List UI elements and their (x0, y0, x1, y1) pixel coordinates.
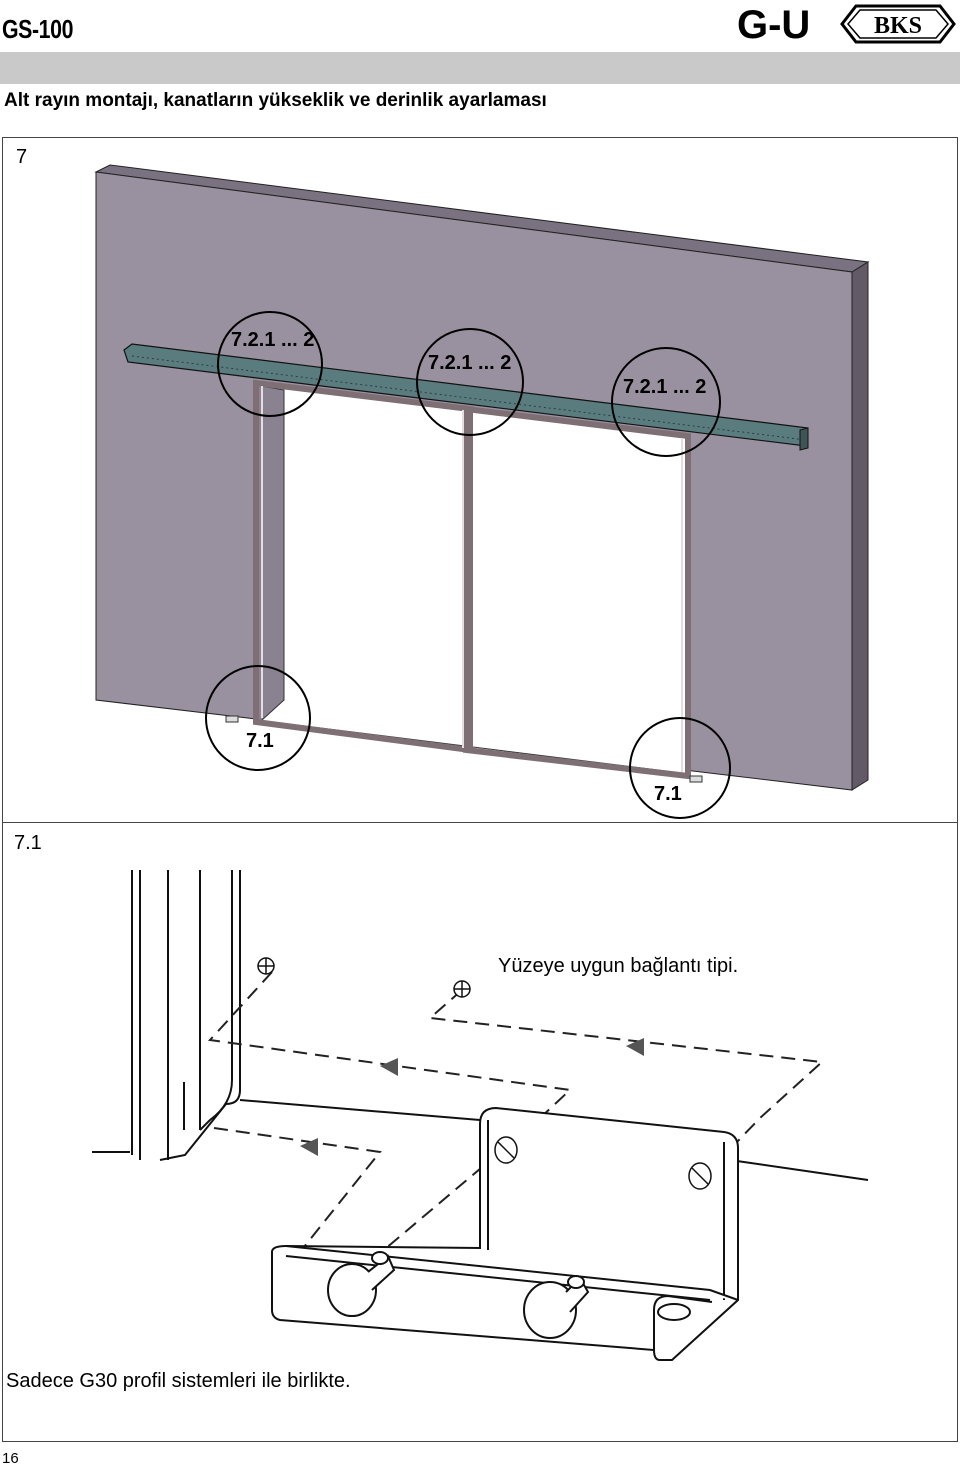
section-title: Alt rayın montajı, kanatların yükseklik … (4, 90, 547, 111)
svg-text:BKS: BKS (874, 13, 922, 39)
roller-1 (327, 1251, 396, 1317)
screw-top-2 (453, 980, 471, 998)
callout-label-2: 7.2.1 ... 2 (428, 352, 512, 374)
arrow-2 (626, 1038, 644, 1056)
callout-circle-1 (217, 311, 323, 417)
page-number: 16 (2, 1450, 19, 1467)
floor-bracket (271, 1106, 739, 1361)
callout-label-1: 7.2.1 ... 2 (231, 329, 315, 351)
door-leaf-right (463, 405, 691, 780)
callout-label-5: 7.1 (654, 783, 682, 805)
header-band (0, 52, 960, 84)
figure-divider (2, 822, 958, 823)
screw-top-1 (257, 957, 275, 975)
door-profile (131, 870, 241, 1161)
document-code: GS-100 (2, 14, 74, 44)
gu-logo: G-U (737, 3, 810, 46)
wall-side-face (851, 261, 869, 791)
callout-circle-5 (629, 717, 731, 819)
arrow-3 (300, 1138, 318, 1156)
callout-circle-4 (205, 665, 311, 771)
svg-text:G-U: G-U (737, 3, 810, 46)
roller-2 (523, 1275, 590, 1339)
bracket-hole-2 (688, 1162, 712, 1190)
arrow-1 (380, 1058, 398, 1076)
profile-note: Sadece G30 profil sistemleri ile birlikt… (6, 1370, 351, 1392)
callout-circle-3 (611, 347, 721, 457)
step-number: 7 (16, 146, 28, 168)
callout-label-4: 7.1 (246, 730, 274, 752)
bks-logo: BKS (840, 4, 956, 44)
figure-frame (2, 137, 958, 1442)
connection-note: Yüzeye uygun bağlantı tipi. (498, 955, 739, 977)
callout-circle-2 (416, 328, 524, 436)
bracket-hole-1 (494, 1136, 518, 1164)
callout-label-3: 7.2.1 ... 2 (623, 376, 707, 398)
detail-number: 7.1 (14, 832, 42, 854)
